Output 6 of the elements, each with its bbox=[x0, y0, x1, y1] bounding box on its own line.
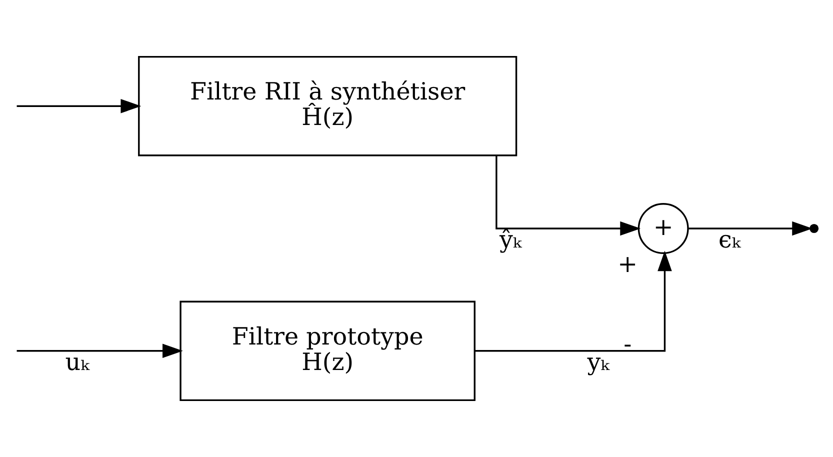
edge-label: yₖ bbox=[587, 348, 610, 376]
node-label: - bbox=[624, 330, 632, 358]
edge-label: ϵₖ bbox=[718, 226, 741, 254]
edge-label: uₖ bbox=[65, 348, 90, 376]
node-label: + bbox=[618, 250, 638, 278]
edge-label: ŷₖ bbox=[499, 226, 522, 254]
